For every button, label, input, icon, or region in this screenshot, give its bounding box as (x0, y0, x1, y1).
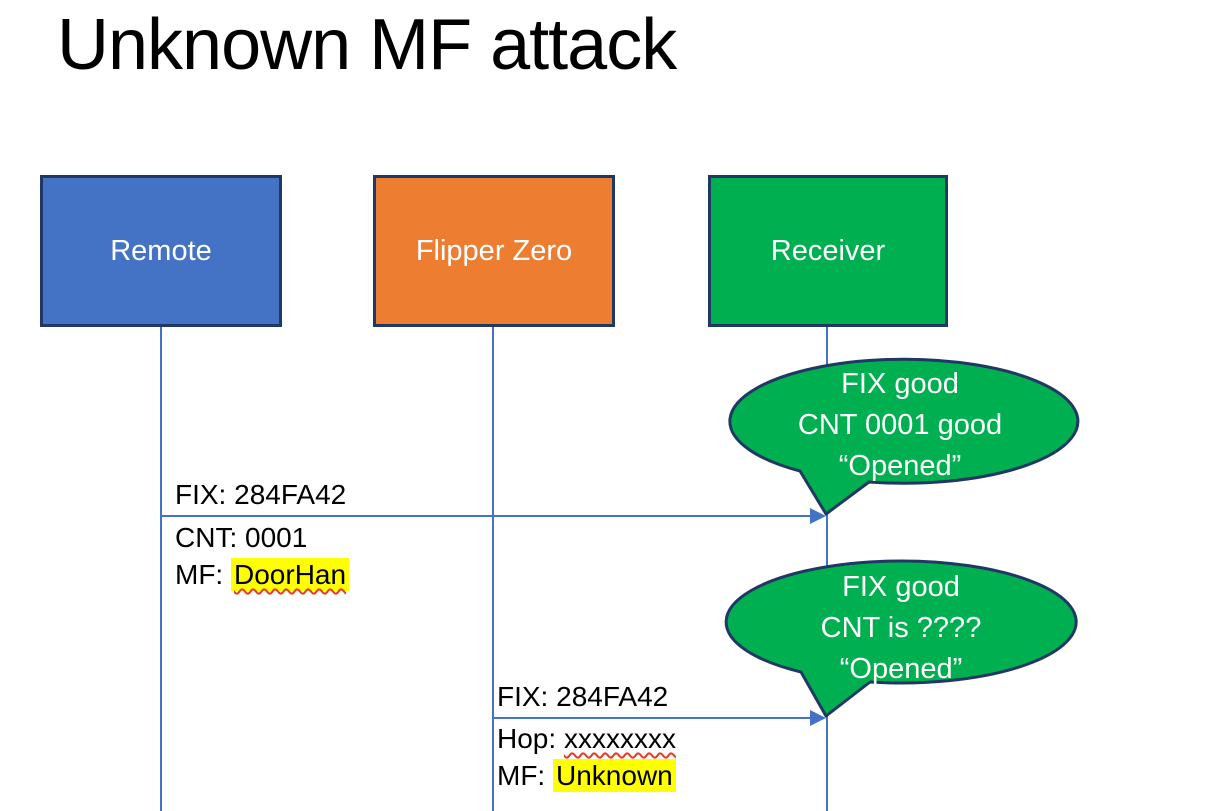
bubble2-line1: FIX good (842, 571, 960, 603)
message2-mf-prefix: MF: (497, 760, 553, 791)
actor-label-receiver: Receiver (770, 234, 886, 267)
message2-mf-highlighted-value: Unknown (553, 759, 676, 792)
message1-mf-label: MF: DoorHan (175, 557, 350, 593)
message2-hop-value: xxxxxxxx (563, 723, 676, 754)
actor-label-flipper-zero: Flipper Zero (415, 234, 573, 267)
message2-fix-label: FIX: 284FA42 (497, 681, 669, 712)
message1-arrowhead-icon (810, 508, 826, 524)
message2-hop-label: Hop: xxxxxxxx (497, 721, 676, 757)
message1-mf-highlighted-value: DoorHan (231, 558, 350, 591)
message2-arrowhead-icon (810, 710, 826, 726)
speech-bubble-1-text: FIX good CNT 0001 good “Opened” (735, 364, 1065, 487)
actor-box-flipper-zero: Flipper Zero (373, 175, 615, 327)
bubble1-line2: CNT 0001 good (797, 409, 1003, 441)
speech-bubble-1-shape (728, 357, 1080, 516)
actor-box-remote: Remote (40, 175, 282, 327)
message2-hop-prefix: Hop: (497, 723, 564, 754)
actor-label-remote: Remote (110, 234, 212, 267)
speech-bubble-2-shape (724, 559, 1078, 718)
message1-fix-label: FIX: 284FA42 (175, 479, 347, 510)
page-title: Unknown MF attack (57, 5, 677, 85)
message2-mf-label: MF: Unknown (497, 758, 676, 794)
message1-cnt-label: CNT: 0001 (175, 522, 308, 553)
bubble1-line3: “Opened” (838, 450, 962, 482)
bubble2-line3: “Opened” (839, 653, 963, 685)
message1-mf-prefix: MF: (175, 559, 231, 590)
actor-box-receiver: Receiver (708, 175, 948, 327)
bubble1-line1: FIX good (841, 368, 959, 400)
speech-bubble-2-text: FIX good CNT is ???? “Opened” (736, 567, 1066, 690)
bubble2-line2: CNT is ???? (820, 612, 982, 644)
